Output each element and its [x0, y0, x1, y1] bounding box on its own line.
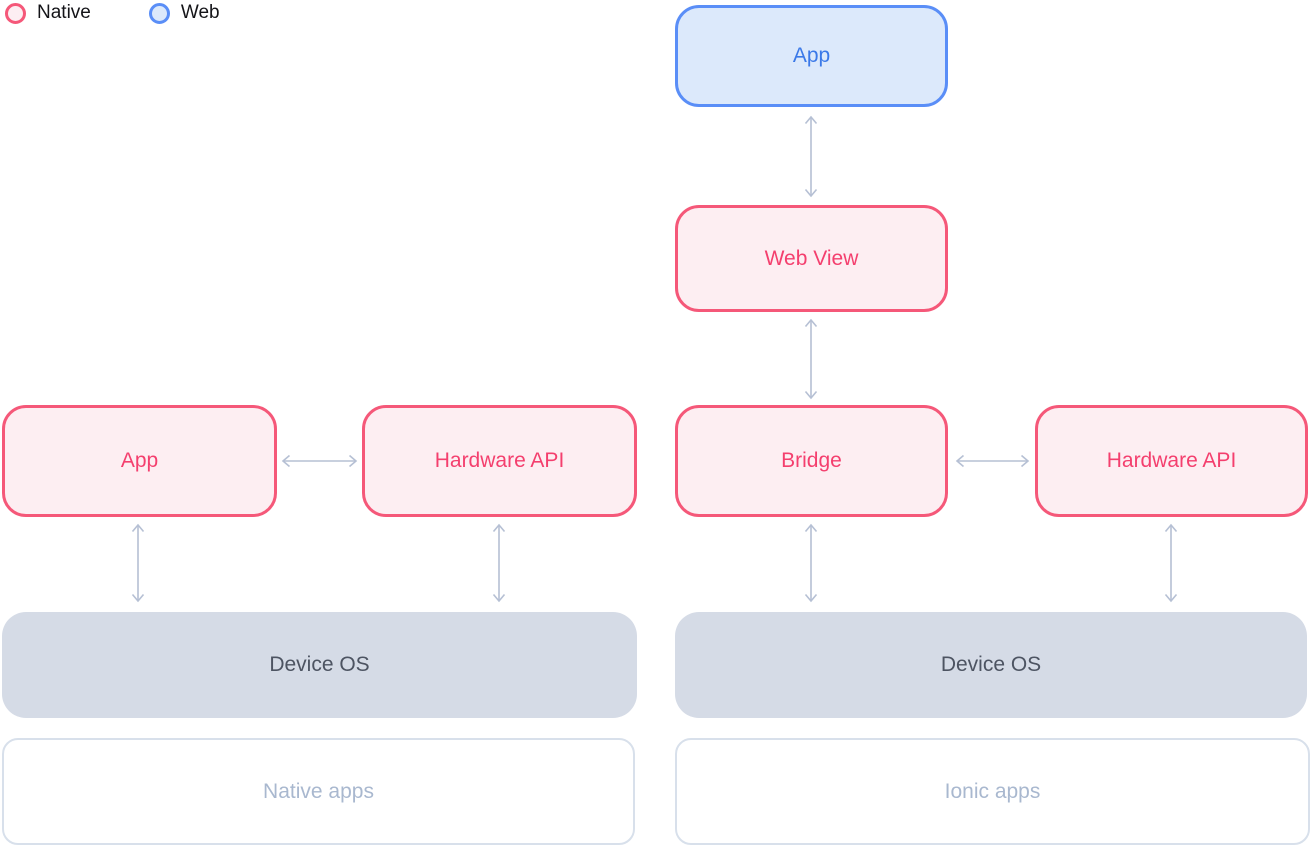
- bridge-box: Bridge: [675, 405, 948, 517]
- native-app-box: App: [2, 405, 277, 517]
- ionic-device-os-box: Device OS: [675, 612, 1307, 718]
- native-dot-icon: [5, 2, 26, 24]
- ionic-hardware-api-box: Hardware API: [1035, 405, 1308, 517]
- legend-item-native: Native: [5, 2, 91, 24]
- native-hardware-api-box: Hardware API: [362, 405, 637, 517]
- web-dot-icon: [148, 2, 170, 24]
- native-apps-caption: Native apps: [2, 738, 635, 845]
- ionic-apps-caption: Ionic apps: [675, 738, 1310, 845]
- legend-label-web: Web: [180, 2, 220, 23]
- web-view-box: Web View: [675, 205, 948, 312]
- native-device-os-box: Device OS: [2, 612, 637, 718]
- legend: Native Web: [5, 2, 220, 24]
- legend-item-web: Web: [148, 2, 220, 24]
- ionic-app-box: App: [675, 5, 948, 107]
- legend-label-native: Native: [37, 2, 91, 23]
